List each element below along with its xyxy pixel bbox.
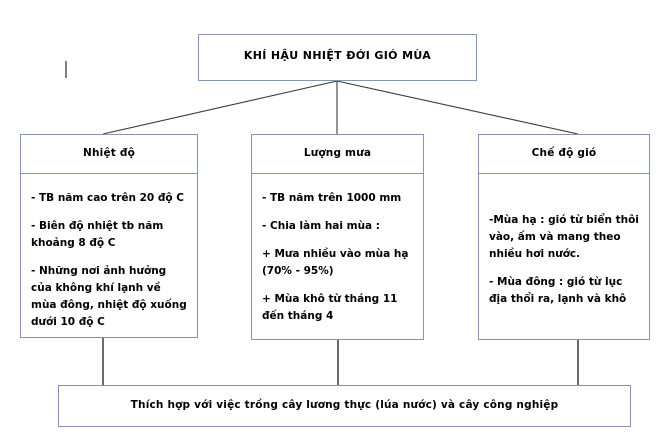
branch-line: - Mùa đông : gió từ lục địa thổi ra, lạn… [489,276,627,305]
branch-body-wind: -Mùa hạ : gió từ biển thôi vào, ấm và ma… [479,174,649,308]
connector-root-to-wind [336,80,579,135]
text-cursor-artifact [65,61,67,78]
branch-node-rainfall[interactable]: Lượng mưa - TB năm trên 1000 mm - Chia l… [251,134,424,340]
branch-body-rainfall: - TB năm trên 1000 mm - Chia làm hai mùa… [252,174,423,325]
connector-root-to-temperature [102,80,338,135]
branch-node-temperature[interactable]: Nhiệt độ - TB năm cao trên 20 độ C - Biê… [20,134,198,338]
branch-node-wind[interactable]: Chế độ gió -Mùa hạ : gió từ biển thôi và… [478,134,650,340]
root-node-climate[interactable]: KHÍ HẬU NHIỆT ĐỚI GIÓ MÙA [198,34,477,81]
branch-title-wind: Chế độ gió [479,135,649,174]
branch-title-temperature: Nhiệt độ [21,135,197,174]
conclusion-node[interactable]: Thích hợp với việc trồng cây lương thực … [58,385,631,427]
branch-body-temperature: - TB năm cao trên 20 độ C - Biên độ nhiệ… [21,174,197,331]
branch-line: - Chia làm hai mùa : [262,220,380,232]
branch-line: - TB năm cao trên 20 độ C [31,192,184,204]
conclusion-title: Thích hợp với việc trồng cây lương thực … [130,399,559,411]
branch-line: - Những nơi ảnh hưởng của không khí lạnh… [31,265,187,328]
root-node-title: KHÍ HẬU NHIỆT ĐỚI GIÓ MÙA [243,49,432,62]
branch-line: - TB năm trên 1000 mm [262,192,402,204]
branch-line: - Biên độ nhiệt tb năm khoảng 8 độ C [31,220,164,249]
branch-line: + Mùa khô từ tháng 11 đến tháng 4 [262,293,398,322]
branch-line: + Mưa nhiều vào mùa hạ (70% - 95%) [262,248,409,277]
branch-title-rainfall: Lượng mưa [252,135,423,174]
branch-line: -Mùa hạ : gió từ biển thôi vào, ấm và ma… [489,214,639,260]
